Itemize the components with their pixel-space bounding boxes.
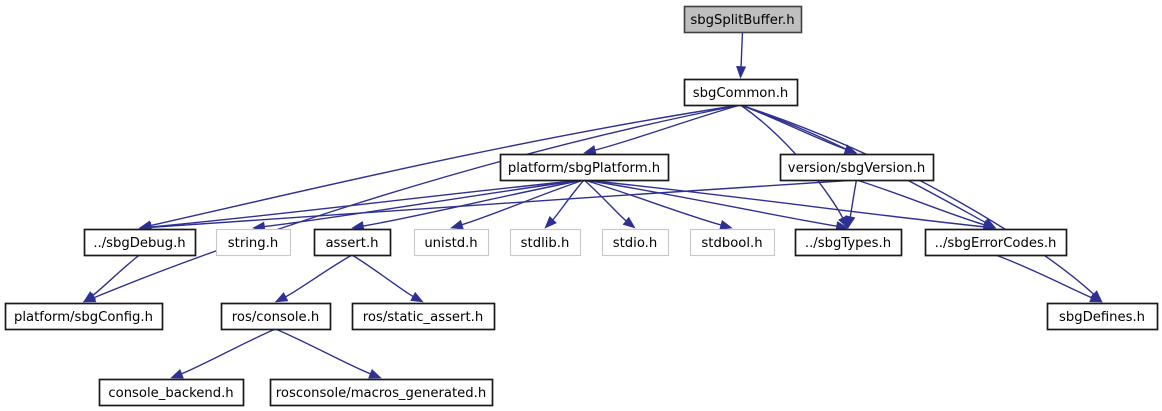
graph-node-stdboolH[interactable]: stdbool.h bbox=[689, 228, 776, 257]
edge-sbgVersion-to-sbgDebug bbox=[149, 179, 857, 229]
edge-assertH-to-rosConsole bbox=[284, 254, 353, 298]
edge-sbgSplitBuffer-to-sbgCommon bbox=[740, 31, 744, 68]
edge-sbgPlatform-to-stdioH bbox=[583, 179, 628, 223]
graph-node-assertH[interactable]: assert.h bbox=[313, 228, 392, 257]
node-box-sbgTypes[interactable] bbox=[794, 228, 903, 257]
node-box-rosStaticAssert[interactable] bbox=[351, 302, 496, 331]
edge-rosConsole-to-consoleBackend bbox=[180, 328, 276, 375]
node-box-sbgErrorCodes[interactable] bbox=[924, 228, 1068, 257]
graph-node-sbgPlatform[interactable]: platform/sbgPlatform.h bbox=[499, 153, 670, 182]
graph-node-stdioH[interactable]: stdio.h bbox=[601, 228, 670, 257]
node-box-sbgPlatform[interactable] bbox=[499, 153, 670, 182]
graph-node-sbgErrorCodes[interactable]: ../sbgErrorCodes.h bbox=[924, 228, 1068, 257]
node-box-unistdH[interactable] bbox=[413, 228, 490, 257]
node-label-rosConsole: ros/console.h bbox=[232, 310, 319, 325]
node-label-sbgVersion: version/sbgVersion.h bbox=[788, 161, 925, 176]
node-label-stringH: string.h bbox=[228, 236, 278, 251]
node-label-rosStaticAssert: ros/static_assert.h bbox=[363, 310, 483, 325]
edge-sbgDebug-to-sbgConfig bbox=[91, 254, 140, 297]
node-box-sbgConfig[interactable] bbox=[4, 302, 164, 331]
graph-node-sbgVersion[interactable]: version/sbgVersion.h bbox=[779, 153, 935, 182]
edge-sbgCommon-to-sbgDefines bbox=[740, 104, 1095, 296]
arrowhead-icon bbox=[170, 368, 184, 379]
graph-node-sbgDebug[interactable]: ../sbgDebug.h bbox=[83, 228, 197, 257]
graph-node-sbgTypes[interactable]: ../sbgTypes.h bbox=[794, 228, 903, 257]
graph-node-rosMacros[interactable]: rosconsole/macros_generated.h bbox=[269, 378, 494, 407]
graph-node-sbgSplitBuffer[interactable]: sbgSplitBuffer.h bbox=[683, 5, 803, 34]
node-label-sbgConfig: platform/sbgConfig.h bbox=[14, 310, 153, 325]
arrowhead-icon bbox=[368, 369, 382, 379]
graph-node-rosConsole[interactable]: ros/console.h bbox=[220, 302, 332, 331]
edge-assertH-to-rosStaticAssert bbox=[351, 254, 415, 298]
graph-node-stringH[interactable]: string.h bbox=[215, 228, 292, 257]
node-label-sbgDebug: ../sbgDebug.h bbox=[93, 236, 185, 251]
node-label-consoleBackend: console_backend.h bbox=[108, 386, 233, 401]
edge-sbgCommon-to-sbgVersion bbox=[740, 104, 847, 151]
node-label-assertH: assert.h bbox=[325, 236, 378, 251]
graph-node-sbgDefines[interactable]: sbgDefines.h bbox=[1046, 302, 1159, 331]
arrowhead-icon bbox=[82, 291, 97, 303]
arrowhead-icon bbox=[1089, 292, 1103, 303]
edge-sbgPlatform-to-sbgTypes bbox=[583, 179, 838, 227]
node-box-rosMacros[interactable] bbox=[269, 378, 494, 407]
arrowhead-icon bbox=[583, 145, 597, 155]
node-box-consoleBackend[interactable] bbox=[98, 378, 245, 407]
arrowhead-icon bbox=[845, 215, 856, 229]
node-layer: sbgSplitBuffer.h sbgCommon.h platform/sbgP… bbox=[4, 5, 1159, 407]
arrowhead-icon bbox=[450, 219, 464, 230]
node-box-stdioH[interactable] bbox=[601, 228, 670, 257]
arrowhead-icon bbox=[622, 216, 636, 229]
node-box-sbgDefines[interactable] bbox=[1046, 302, 1159, 331]
graph-node-sbgConfig[interactable]: platform/sbgConfig.h bbox=[4, 302, 164, 331]
node-label-unistdH: unistd.h bbox=[424, 236, 477, 251]
graph-node-unistdH[interactable]: unistd.h bbox=[413, 228, 490, 257]
node-label-sbgSplitBuffer: sbgSplitBuffer.h bbox=[690, 13, 794, 28]
arrowhead-icon bbox=[736, 65, 747, 79]
edge-sbgPlatform-to-unistdH bbox=[460, 179, 585, 226]
edge-sbgCommon-to-sbgPlatform bbox=[593, 104, 741, 152]
node-box-stringH[interactable] bbox=[215, 228, 292, 257]
edge-rosConsole-to-rosMacros bbox=[275, 328, 372, 375]
node-box-sbgSplitBuffer[interactable] bbox=[683, 5, 803, 34]
arrowhead-icon bbox=[544, 216, 557, 229]
node-label-sbgTypes: ../sbgTypes.h bbox=[805, 236, 891, 251]
edge-sbgPlatform-to-assertH bbox=[362, 179, 585, 227]
node-label-stdlibH: stdlib.h bbox=[521, 236, 570, 251]
node-label-sbgDefines: sbgDefines.h bbox=[1059, 310, 1145, 325]
edge-sbgPlatform-to-sbgErrorCodes bbox=[583, 179, 986, 228]
edge-layer bbox=[82, 31, 1103, 379]
node-box-rosConsole[interactable] bbox=[220, 302, 332, 331]
graph-node-consoleBackend[interactable]: console_backend.h bbox=[98, 378, 245, 407]
edge-sbgPlatform-to-stdlibH bbox=[551, 179, 585, 221]
node-box-sbgVersion[interactable] bbox=[779, 153, 935, 182]
node-label-stdioH: stdio.h bbox=[613, 236, 657, 251]
arrowhead-icon bbox=[274, 292, 289, 303]
edge-sbgPlatform-to-stdboolH bbox=[583, 179, 723, 226]
node-label-sbgPlatform: platform/sbgPlatform.h bbox=[508, 161, 660, 176]
graph-node-stdlibH[interactable]: stdlib.h bbox=[509, 228, 582, 257]
node-box-sbgCommon[interactable] bbox=[683, 78, 799, 107]
node-label-sbgCommon: sbgCommon.h bbox=[693, 86, 789, 101]
node-label-stdboolH: stdbool.h bbox=[701, 236, 762, 251]
edge-sbgPlatform-to-sbgDebug bbox=[149, 179, 585, 228]
arrowhead-icon bbox=[719, 220, 733, 230]
node-label-rosMacros: rosconsole/macros_generated.h bbox=[276, 386, 486, 401]
node-box-stdlibH[interactable] bbox=[509, 228, 582, 257]
edge-sbgCommon-to-sbgConfig bbox=[92, 104, 741, 299]
edge-sbgPlatform-to-stringH bbox=[263, 179, 585, 228]
arrowhead-icon bbox=[982, 219, 997, 230]
graph-node-rosStaticAssert[interactable]: ros/static_assert.h bbox=[351, 302, 496, 331]
edge-sbgVersion-to-sbgErrorCodes bbox=[856, 179, 986, 226]
graph-node-sbgCommon[interactable]: sbgCommon.h bbox=[683, 78, 799, 107]
edge-sbgCommon-to-sbgDebug bbox=[149, 104, 741, 227]
node-box-assertH[interactable] bbox=[313, 228, 392, 257]
edge-sbgErrorCodes-to-sbgDefines bbox=[995, 254, 1093, 299]
node-label-sbgErrorCodes: ../sbgErrorCodes.h bbox=[935, 236, 1057, 251]
arrowhead-icon bbox=[410, 291, 424, 303]
node-box-stdboolH[interactable] bbox=[689, 228, 776, 257]
node-box-sbgDebug[interactable] bbox=[83, 228, 197, 257]
